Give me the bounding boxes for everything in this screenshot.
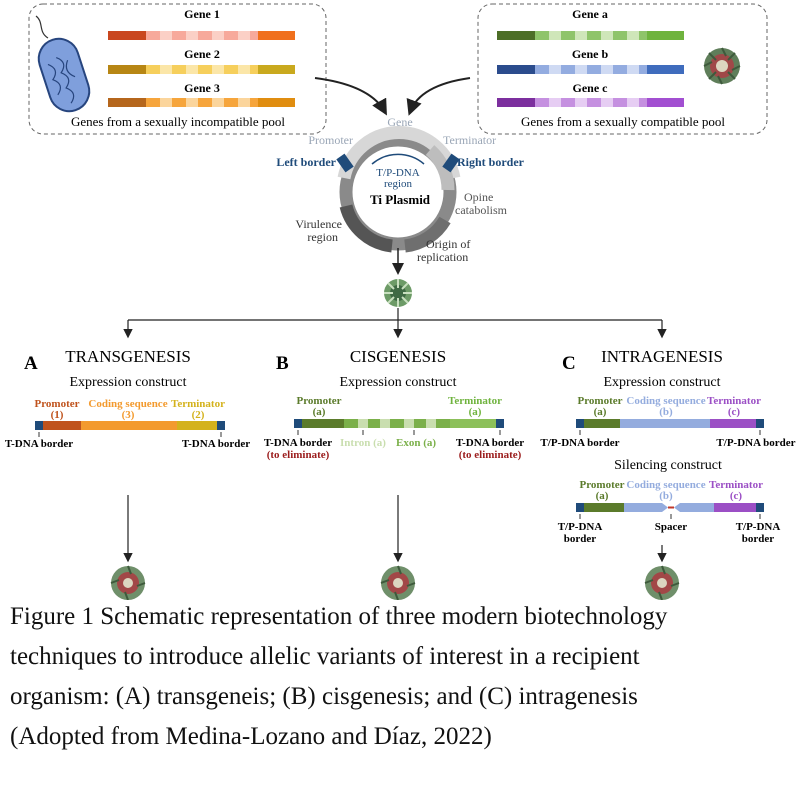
arrow-from-incompatible (314, 77, 387, 116)
plasmid-origin-line2: replication (417, 250, 468, 264)
panel-b-exon: Exon (a) (396, 437, 436, 449)
panel-b-border-right: T-DNA border (456, 437, 524, 449)
arrow-from-compatible (406, 77, 471, 116)
panel-c-promoter: Promoter (578, 395, 623, 407)
bacterium-icon (35, 15, 91, 113)
silencing-title: Silencing construct (614, 458, 722, 473)
panel-c-terminator-num: (c) (728, 406, 741, 418)
gene-3-label: Gene 3 (184, 81, 220, 95)
panel-b-border-right-note: (to eliminate) (459, 449, 522, 461)
panel-a-title: TRANSGENESIS (65, 347, 191, 366)
silencing-spacer: Spacer (655, 521, 688, 533)
panel-transgenesis: A TRANSGENESIS Expression construct Prom… (5, 347, 250, 600)
incompatible-pool-caption: Genes from a sexually incompatible pool (71, 114, 285, 129)
diagram-canvas: Gene 1 Gene 2 Gene 3 Genes from a sexual… (5, 3, 796, 600)
plasmid-virulence-line1: Virulence (295, 217, 342, 231)
silencing-border-left-2: border (564, 533, 597, 545)
plasmid-gene-label: Gene (387, 115, 412, 129)
panel-a-terminator-num: (2) (192, 409, 205, 421)
silencing-promoter: Promoter (580, 479, 625, 491)
panel-a-plant-icon (110, 565, 146, 600)
caption-line-3: organism: (A) transgeneis; (B) cisgenesi… (10, 683, 638, 710)
panel-b-border-left-note: (to eliminate) (267, 449, 330, 461)
gene-c-label: Gene c (573, 81, 609, 95)
panel-a-border-right: T-DNA border (182, 438, 250, 450)
panel-c-promoter-num: (a) (594, 406, 607, 418)
panel-c-title: INTRAGENESIS (601, 347, 723, 366)
plasmid-origin-line1: Origin of (426, 237, 470, 251)
panel-a-subtitle: Expression construct (69, 375, 186, 390)
panel-b-title: CISGENESIS (350, 347, 446, 366)
lettuce-icon (703, 47, 741, 85)
plasmid-opine-line1: Opine (464, 190, 493, 204)
plasmid-right-border-label: Right border (457, 155, 525, 169)
panel-c-terminator: Terminator (707, 395, 761, 407)
lettuce-explant-icon (384, 279, 412, 307)
panel-a-terminator: Terminator (171, 398, 225, 410)
plasmid-opine-line2: catabolism (455, 203, 508, 217)
panel-a-construct (35, 421, 225, 437)
silencing-coding: Coding sequence (626, 479, 705, 491)
silencing-border-left: T/P-DNA (558, 521, 603, 533)
caption-line-4: (Adopted from Medina-Lozano and Díaz, 20… (10, 723, 492, 750)
panel-c-coding: Coding sequence (626, 395, 705, 407)
panel-b-terminator-num: (a) (469, 406, 482, 418)
panel-c-subtitle: Expression construct (603, 375, 720, 390)
plasmid-region-line1: T/P-DNA (376, 167, 419, 179)
gene-2-bar (108, 65, 295, 74)
panel-c-construct (576, 419, 764, 435)
gene-b-label: Gene b (572, 47, 609, 61)
panel-a-coding-num: (3) (122, 409, 135, 421)
panel-a-border-left: T-DNA border (5, 438, 73, 450)
compatible-pool-caption: Genes from a sexually compatible pool (521, 114, 725, 129)
silencing-terminator-num: (c) (730, 490, 743, 502)
gene-2-label: Gene 2 (184, 47, 220, 61)
plasmid-promoter-label: Promoter (308, 133, 353, 147)
panel-b-subtitle: Expression construct (339, 375, 456, 390)
panel-c-border-left: T/P-DNA border (540, 437, 619, 449)
panel-c-coding-num: (b) (659, 406, 673, 418)
gene-a-label: Gene a (572, 7, 608, 21)
panel-b-plant-icon (380, 565, 416, 600)
compatible-gene-pool: Gene a Gene b Gene c Genes from a se (477, 3, 768, 135)
panel-b-terminator: Terminator (448, 395, 502, 407)
caption-line-2: techniques to introduce allelic variants… (10, 643, 640, 670)
gene-c-bar (497, 98, 684, 107)
panel-b-construct (294, 419, 504, 435)
silencing-terminator: Terminator (709, 479, 763, 491)
plasmid-name: Ti Plasmid (370, 192, 431, 207)
silencing-promoter-num: (a) (596, 490, 609, 502)
panel-cisgenesis: B CISGENESIS Expression construct Promot… (264, 347, 524, 600)
ti-plasmid: T/P-DNA region Ti Plasmid (336, 126, 461, 253)
panel-b-promoter: Promoter (297, 395, 342, 407)
panel-b-border-left: T-DNA border (264, 437, 332, 449)
gene-b-bar (497, 65, 684, 74)
caption-line-1: Figure 1 Schematic representation of thr… (10, 603, 668, 630)
panel-a-promoter-num: (1) (51, 409, 64, 421)
panel-c-border-right: T/P-DNA border (716, 437, 795, 449)
plasmid-left-border-label: Left border (276, 155, 336, 169)
gene-3-bar (108, 98, 295, 107)
panel-b-letter: B (276, 353, 289, 374)
silencing-border-right-2: border (742, 533, 775, 545)
gene-a-bar (497, 31, 684, 40)
plasmid-terminator-label: Terminator (443, 133, 496, 147)
panel-b-promoter-num: (a) (313, 406, 326, 418)
panel-intragenesis: C INTRAGENESIS Expression construct Prom… (540, 347, 796, 600)
incompatible-gene-pool: Gene 1 Gene 2 Gene 3 Genes from a sexual… (28, 3, 327, 135)
figure-caption: Figure 1 Schematic representation of thr… (10, 597, 795, 757)
silencing-coding-num: (b) (659, 490, 673, 502)
plasmid-region-line2: region (384, 178, 413, 190)
panel-a-coding: Coding sequence (88, 398, 167, 410)
panel-a-promoter: Promoter (35, 398, 80, 410)
panel-b-intron: Intron (a) (340, 437, 386, 449)
silencing-construct (576, 503, 764, 519)
panel-c-letter: C (562, 353, 576, 374)
panel-c-plant-icon (644, 565, 680, 600)
plasmid-virulence-line2: region (307, 230, 338, 244)
gene-1-bar (108, 31, 295, 40)
silencing-border-right: T/P-DNA (736, 521, 781, 533)
gene-1-label: Gene 1 (184, 7, 220, 21)
panel-a-letter: A (24, 353, 38, 374)
